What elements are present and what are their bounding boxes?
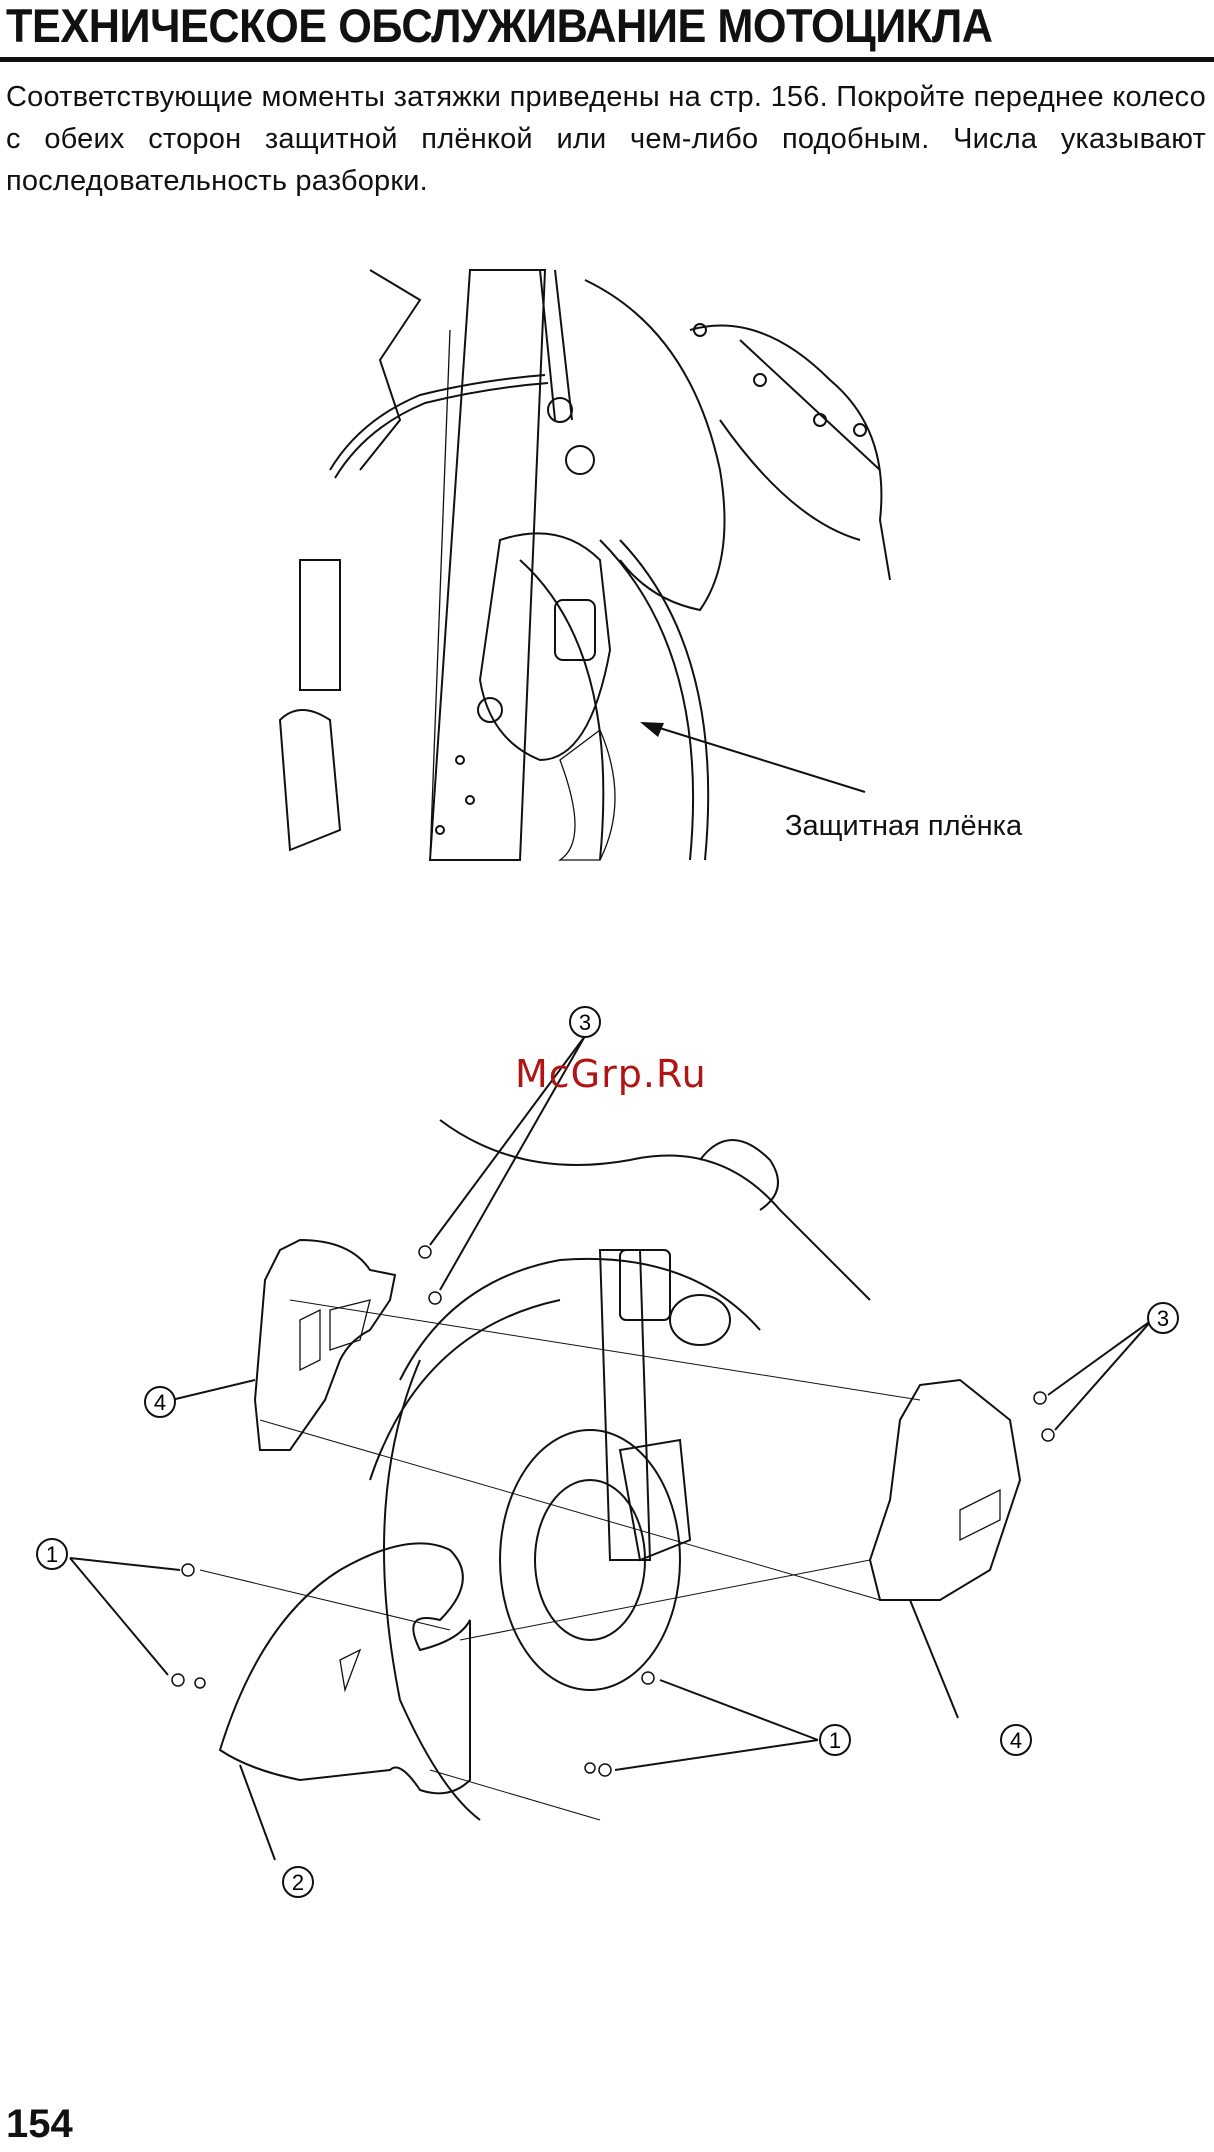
svg-text:4: 4 — [154, 1390, 166, 1415]
svg-text:3: 3 — [579, 1010, 591, 1035]
marker-3-right: 3 — [1148, 1303, 1178, 1333]
svg-text:2: 2 — [292, 1870, 304, 1895]
svg-text:4: 4 — [1010, 1728, 1022, 1753]
marker-1-right: 1 — [820, 1725, 850, 1755]
svg-text:3: 3 — [1157, 1306, 1169, 1331]
marker-4-right: 4 — [1001, 1725, 1031, 1755]
svg-text:1: 1 — [46, 1542, 58, 1567]
marker-2-fender: 2 — [283, 1867, 313, 1897]
svg-text:1: 1 — [829, 1728, 841, 1753]
marker-4-left: 4 — [145, 1387, 175, 1417]
marker-1-left: 1 — [37, 1539, 67, 1569]
page-number: 154 — [6, 2102, 73, 2147]
watermark: McGrp.Ru — [515, 1052, 707, 1096]
marker-3-top: 3 — [570, 1007, 600, 1037]
